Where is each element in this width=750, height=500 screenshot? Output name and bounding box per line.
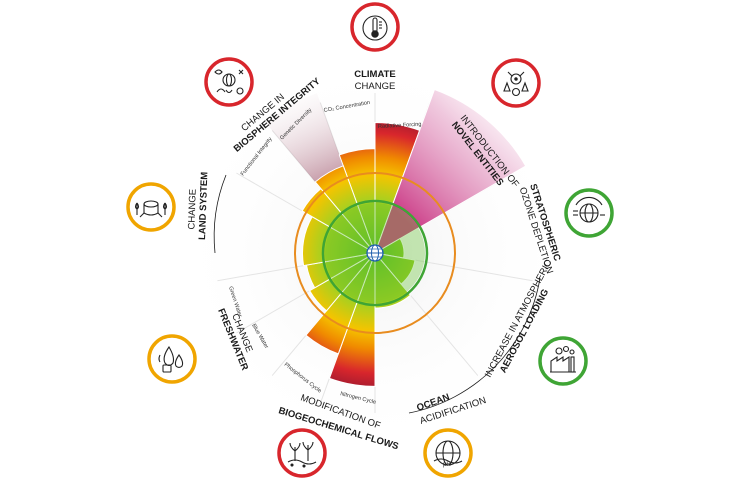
- ozone-globe-icon: [573, 196, 605, 223]
- svg-text:CHANGE: CHANGE: [355, 81, 396, 92]
- segment-novel-entities: [374, 88, 527, 255]
- segment-blue-water: [309, 252, 376, 312]
- boundary-segments: [265, 88, 527, 387]
- segment-phosphorus-cycle: [305, 252, 376, 355]
- water-drops-icon: [158, 345, 184, 373]
- svg-text:LAND SYSTEM: LAND SYSTEM: [197, 172, 210, 241]
- ph-globe-icon: pH: [433, 440, 463, 468]
- segment-co2-concentration: [338, 148, 376, 254]
- segment-nitrogen-cycle: [328, 252, 376, 387]
- planetary-boundary-ring: [294, 172, 456, 334]
- tree-stump-icon: [134, 200, 168, 218]
- svg-text:CHANGE: CHANGE: [186, 189, 198, 230]
- badge-ozone-depletion[interactable]: [564, 188, 614, 238]
- svg-text:pH: pH: [443, 462, 451, 468]
- badge-ocean-acidification[interactable]: pH: [423, 428, 473, 478]
- label-arc-lower-right: [408, 277, 541, 414]
- title-land-system-change: LAND SYSTEM CHANGE: [186, 172, 210, 241]
- badge-biosphere-integrity[interactable]: [204, 57, 254, 107]
- label-radiative-forcing: Radiative Forcing: [378, 122, 422, 130]
- hazard-flasks-icon: [503, 71, 529, 97]
- badge-biogeochemical-flows[interactable]: [277, 428, 327, 478]
- thermometer-globe-icon: [362, 15, 388, 41]
- biodiversity-icon: [214, 69, 244, 95]
- plants-nutrient-icon: [287, 441, 317, 468]
- badge-land-system-change[interactable]: [126, 182, 176, 232]
- badge-freshwater-change[interactable]: [147, 334, 197, 384]
- badge-novel-entities[interactable]: [491, 58, 541, 108]
- svg-text:CLIMATE: CLIMATE: [354, 69, 396, 80]
- title-climate-change: CLIMATE CHANGE: [354, 69, 396, 92]
- factory-smoke-icon: [550, 345, 576, 373]
- badge-climate-change[interactable]: [350, 2, 400, 52]
- label-arc-left: [213, 174, 227, 254]
- earth-globe-icon: [366, 244, 384, 262]
- badge-aerosol-loading[interactable]: [538, 336, 588, 386]
- safe-operating-space-ring: [321, 199, 429, 307]
